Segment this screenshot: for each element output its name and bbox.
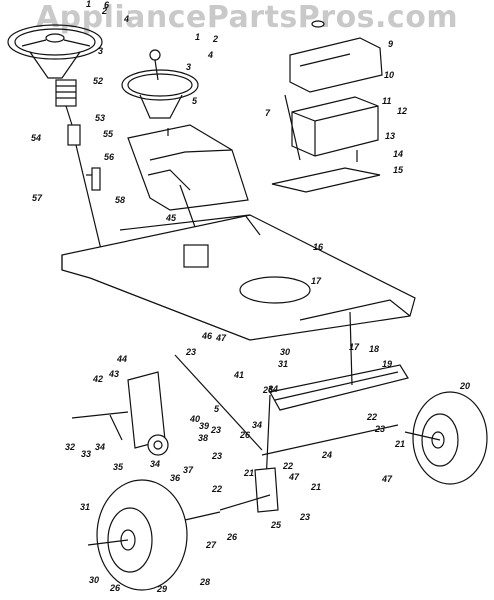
- part-callout-20: 20: [459, 381, 470, 391]
- part-callout-29: 29: [156, 584, 167, 594]
- part-callout-22: 22: [211, 484, 222, 494]
- part-callout-37: 37: [183, 465, 194, 475]
- part-callout-26: 26: [109, 583, 121, 593]
- part-callout-41: 41: [233, 370, 244, 380]
- part-callout-2: 2: [212, 34, 218, 44]
- front-axle: [269, 311, 409, 411]
- fuel-tank: [289, 20, 383, 93]
- part-callout-1: 1: [86, 0, 91, 9]
- part-callout-14: 14: [393, 149, 403, 159]
- part-callout-3: 3: [98, 46, 103, 56]
- part-callout-26: 26: [239, 430, 251, 440]
- part-callout-15: 15: [393, 165, 404, 175]
- steering-spring: [55, 79, 77, 126]
- part-callout-21: 21: [394, 439, 405, 449]
- part-callout-7: 7: [265, 108, 271, 118]
- part-callout-30: 30: [280, 347, 290, 357]
- part-callout-30: 30: [89, 575, 99, 585]
- part-callout-19: 19: [382, 359, 392, 369]
- part-callout-24: 24: [321, 450, 332, 460]
- part-callout-22: 22: [282, 461, 293, 471]
- part-callout-18: 18: [369, 344, 379, 354]
- part-callout-33: 33: [81, 449, 91, 459]
- part-callout-34: 34: [95, 442, 105, 452]
- battery-tray: [271, 150, 381, 193]
- watermark: AppliancePartsPros.com: [35, 0, 459, 35]
- part-callout-1: 1: [195, 32, 200, 42]
- part-callout-34: 34: [150, 459, 160, 469]
- part-callout-16: 16: [313, 242, 324, 252]
- front-wheel-left: [87, 479, 221, 591]
- steering-wheel-lower: [121, 49, 199, 119]
- main-frame: [61, 214, 416, 341]
- part-callout-35: 35: [113, 462, 124, 472]
- part-callout-31: 31: [278, 359, 288, 369]
- dash-console: [127, 124, 249, 211]
- part-callout-3: 3: [186, 62, 191, 72]
- part-callout-6: 6: [104, 0, 110, 10]
- part-callout-57: 57: [32, 193, 43, 203]
- part-callout-23: 23: [185, 347, 196, 357]
- part-callout-38: 38: [198, 433, 208, 443]
- part-callout-25: 25: [270, 520, 282, 530]
- part-callout-11: 11: [382, 96, 391, 106]
- part-callout-21: 21: [310, 482, 321, 492]
- spindle: [219, 394, 279, 513]
- part-callout-32: 32: [65, 442, 75, 452]
- part-callout-21: 21: [243, 468, 254, 478]
- part-callout-54: 54: [31, 133, 41, 143]
- part-callout-17: 17: [311, 276, 322, 286]
- part-callout-4: 4: [123, 14, 129, 24]
- part-callout-2: 2: [101, 6, 107, 16]
- part-callout-56: 56: [104, 152, 115, 162]
- part-callout-23: 23: [299, 512, 310, 522]
- part-callout-34: 34: [268, 384, 278, 394]
- part-callout-58: 58: [115, 195, 125, 205]
- drag-link: [174, 354, 263, 451]
- part-callout-5: 5: [192, 96, 198, 106]
- part-callout-47: 47: [288, 472, 300, 482]
- part-callout-52: 52: [93, 76, 103, 86]
- part-callout-45: 45: [165, 213, 177, 223]
- part-callout-53: 53: [95, 113, 105, 123]
- steering-shaft: [67, 124, 105, 263]
- part-callout-12: 12: [397, 106, 407, 116]
- steering-gear-bracket: [71, 371, 169, 456]
- part-callout-31: 31: [80, 502, 90, 512]
- part-callout-47: 47: [381, 474, 393, 484]
- part-callout-47: 47: [215, 333, 227, 343]
- part-callout-10: 10: [384, 70, 394, 80]
- part-callout-39: 39: [199, 421, 209, 431]
- part-callout-43: 43: [108, 369, 119, 379]
- part-callout-22: 22: [366, 412, 377, 422]
- tie-rod: [261, 424, 399, 456]
- part-callout-26: 26: [262, 385, 274, 395]
- part-callout-42: 42: [92, 374, 103, 384]
- part-callout-4: 4: [207, 50, 213, 60]
- part-callout-44: 44: [116, 354, 127, 364]
- part-callout-17: 17: [349, 342, 360, 352]
- part-callout-9: 9: [388, 39, 393, 49]
- part-callout-13: 13: [385, 131, 395, 141]
- part-callout-40: 40: [189, 414, 200, 424]
- part-callout-23: 23: [210, 425, 221, 435]
- part-callout-5: 5: [214, 404, 220, 414]
- battery: [284, 94, 379, 161]
- part-callout-23: 23: [374, 424, 385, 434]
- part-callout-27: 27: [205, 540, 217, 550]
- part-callout-55: 55: [103, 129, 114, 139]
- part-callout-28: 28: [199, 577, 210, 587]
- front-wheel-right: [404, 391, 488, 485]
- part-callout-23: 23: [211, 451, 222, 461]
- part-callout-26: 26: [226, 532, 238, 542]
- steering-wheel-upper: [7, 24, 103, 79]
- part-callout-46: 46: [201, 331, 213, 341]
- part-callout-34: 34: [252, 420, 262, 430]
- part-callout-36: 36: [170, 473, 181, 483]
